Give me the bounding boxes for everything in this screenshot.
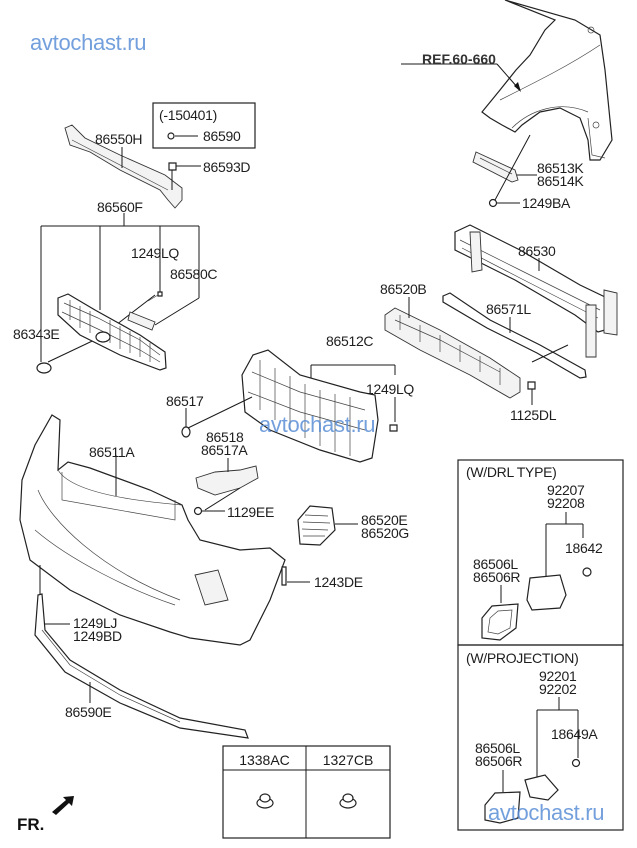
screw-1243de-icon (281, 566, 287, 586)
part-label-1129EE[interactable]: 1129EE (227, 504, 274, 520)
projection-cover-part-1[interactable]: 86506L (475, 740, 520, 756)
watermark-bottom-right: avtochast.ru (488, 800, 605, 825)
part-label-86520E[interactable]: 86520E (361, 512, 408, 528)
clip-86590-icon (167, 132, 175, 140)
part-label-1249LQ-lower[interactable]: 1249LQ (366, 381, 415, 397)
part-label-86518[interactable]: 86518 (206, 429, 244, 445)
part-label-86512C[interactable]: 86512C (326, 333, 374, 349)
part-label-86560F[interactable]: 86560F (97, 199, 143, 215)
nut-table-header-2[interactable]: 1327CB (322, 752, 374, 768)
lower-grille-drawing (187, 349, 398, 463)
fender-drawing (401, 0, 613, 161)
part-label-1125DL[interactable]: 1125DL (510, 407, 557, 423)
absorber-tube-drawing (442, 292, 587, 379)
nut-table-header-1[interactable]: 1338AC (239, 752, 290, 768)
drl-lamp-part-2[interactable]: 92208 (547, 495, 585, 511)
part-label-1249LQ-upper[interactable]: 1249LQ (131, 245, 180, 261)
projection-cover-part-2[interactable]: 86506R (475, 753, 523, 769)
bolt-1125dl-icon (527, 381, 536, 390)
part-label-86580C[interactable]: 86580C (170, 266, 218, 282)
lower-lip-drawing (34, 593, 249, 739)
part-label-86590E[interactable]: 86590E (65, 704, 112, 720)
part-label-1249BA[interactable]: 1249BA (522, 195, 571, 211)
drl-cover-part-2[interactable]: 86506R (473, 569, 521, 585)
drl-lamp-icon (526, 574, 567, 611)
front-direction-arrow-icon (52, 796, 74, 815)
projection-bulb-icon (571, 758, 581, 768)
reference-label[interactable]: REF.60-660 (422, 51, 496, 67)
part-label-86511A[interactable]: 86511A (89, 444, 135, 460)
projection-lamp-part-1[interactable]: 92201 (539, 668, 577, 684)
part-label-86550H[interactable]: 86550H (95, 131, 143, 147)
front-bumper-drawing (19, 414, 286, 646)
watermark-top-left: avtochast.ru (30, 30, 147, 55)
lower-stiffener-drawing (384, 297, 521, 399)
flange-nut-icon (339, 793, 357, 809)
projection-box-title: (W/PROJECTION) (466, 650, 579, 666)
revision-inset-box (152, 102, 256, 149)
lower-side-bracket-drawing (193, 458, 259, 516)
watermark-center: avtochast.ru (259, 412, 376, 437)
upper-bracket-drawing (64, 124, 201, 209)
projection-lamp-part-2[interactable]: 92202 (539, 681, 577, 697)
drl-cover-icon (481, 603, 519, 641)
part-label-86517[interactable]: 86517 (166, 393, 204, 409)
part-label-86590[interactable]: 86590 (203, 128, 241, 144)
cap-86517-icon (181, 426, 191, 438)
drl-bulb-icon (582, 567, 592, 577)
part-label-86530[interactable]: 86530 (518, 243, 556, 259)
part-label-86513K[interactable]: 86513K (537, 160, 584, 176)
part-label-86343E[interactable]: 86343E (13, 326, 60, 342)
projection-cover-icon (484, 791, 521, 824)
drl-bulb-part[interactable]: 18642 (565, 540, 603, 556)
part-label-86520G[interactable]: 86520G (361, 525, 410, 541)
bumper-beam-drawing (454, 224, 618, 358)
projection-bulb-part[interactable]: 18649A (551, 726, 598, 742)
projection-box (457, 644, 624, 831)
front-direction-label: FR. (17, 815, 45, 834)
part-label-86520B[interactable]: 86520B (380, 281, 427, 297)
upper-grille-drawing (36, 291, 167, 374)
part-label-86517A[interactable]: 86517A (201, 442, 248, 458)
drl-lamp-part-1[interactable]: 92207 (547, 482, 585, 498)
part-label-1249LJ[interactable]: 1249LJ (73, 615, 118, 631)
part-label-86571L[interactable]: 86571L (486, 301, 531, 317)
flange-nut-icon (256, 793, 274, 809)
drl-cover-part-1[interactable]: 86506L (473, 556, 518, 572)
part-label-86514K[interactable]: 86514K (537, 173, 584, 189)
fog-garnish-drawing (297, 505, 358, 546)
part-label-86593D[interactable]: 86593D (203, 159, 251, 175)
projection-lamp-icon (524, 774, 559, 801)
side-bracket-drawing (472, 134, 537, 208)
drl-box-title: (W/DRL TYPE) (466, 464, 557, 480)
part-label-1243DE[interactable]: 1243DE (314, 574, 363, 590)
part-label-1249BD[interactable]: 1249BD (73, 628, 122, 644)
inset-title: (-150401) (159, 107, 218, 123)
